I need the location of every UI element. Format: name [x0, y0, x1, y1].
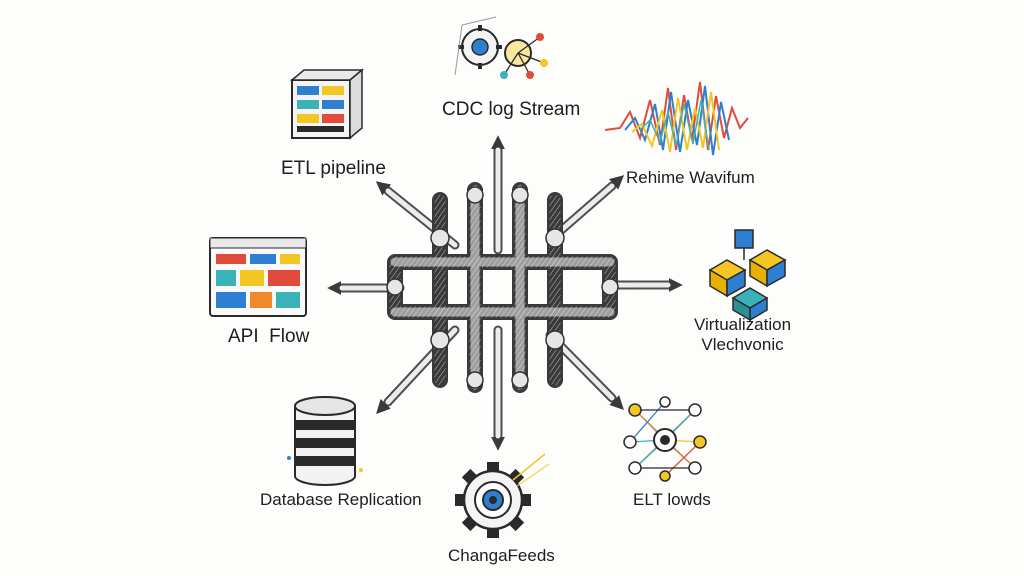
gear-icon	[455, 453, 550, 538]
node-label-rehime-wavifum: Rehime Wavifum	[626, 168, 755, 187]
node-label-api-flow: API Flow	[228, 326, 310, 347]
node-label-database-replication: Database Replication	[260, 490, 422, 509]
gear-network-icon	[454, 16, 548, 79]
node-label-virtualization-line2: Vlechvonic	[701, 334, 784, 354]
pipe-hub	[327, 135, 683, 451]
dashboard-icon	[209, 237, 307, 317]
node-label-virtualization-line1: Virtualization	[694, 315, 792, 334]
waveform-icon	[604, 81, 749, 156]
node-label-etl-pipeline: ETL pipeline	[281, 158, 386, 179]
isometric-boxes-icon	[708, 229, 787, 322]
node-label-elt-lowds: ELT lowds	[633, 490, 711, 509]
server-rack-icon	[289, 68, 365, 140]
node-label-changafeeds: ChangaFeeds	[448, 546, 555, 565]
node-label-cdc-log-stream: CDC log Stream	[442, 99, 581, 120]
network-graph-icon	[623, 396, 707, 482]
database-icon	[287, 396, 363, 486]
node-label-virtualization: Virtualization Vlechvonic	[694, 315, 791, 354]
